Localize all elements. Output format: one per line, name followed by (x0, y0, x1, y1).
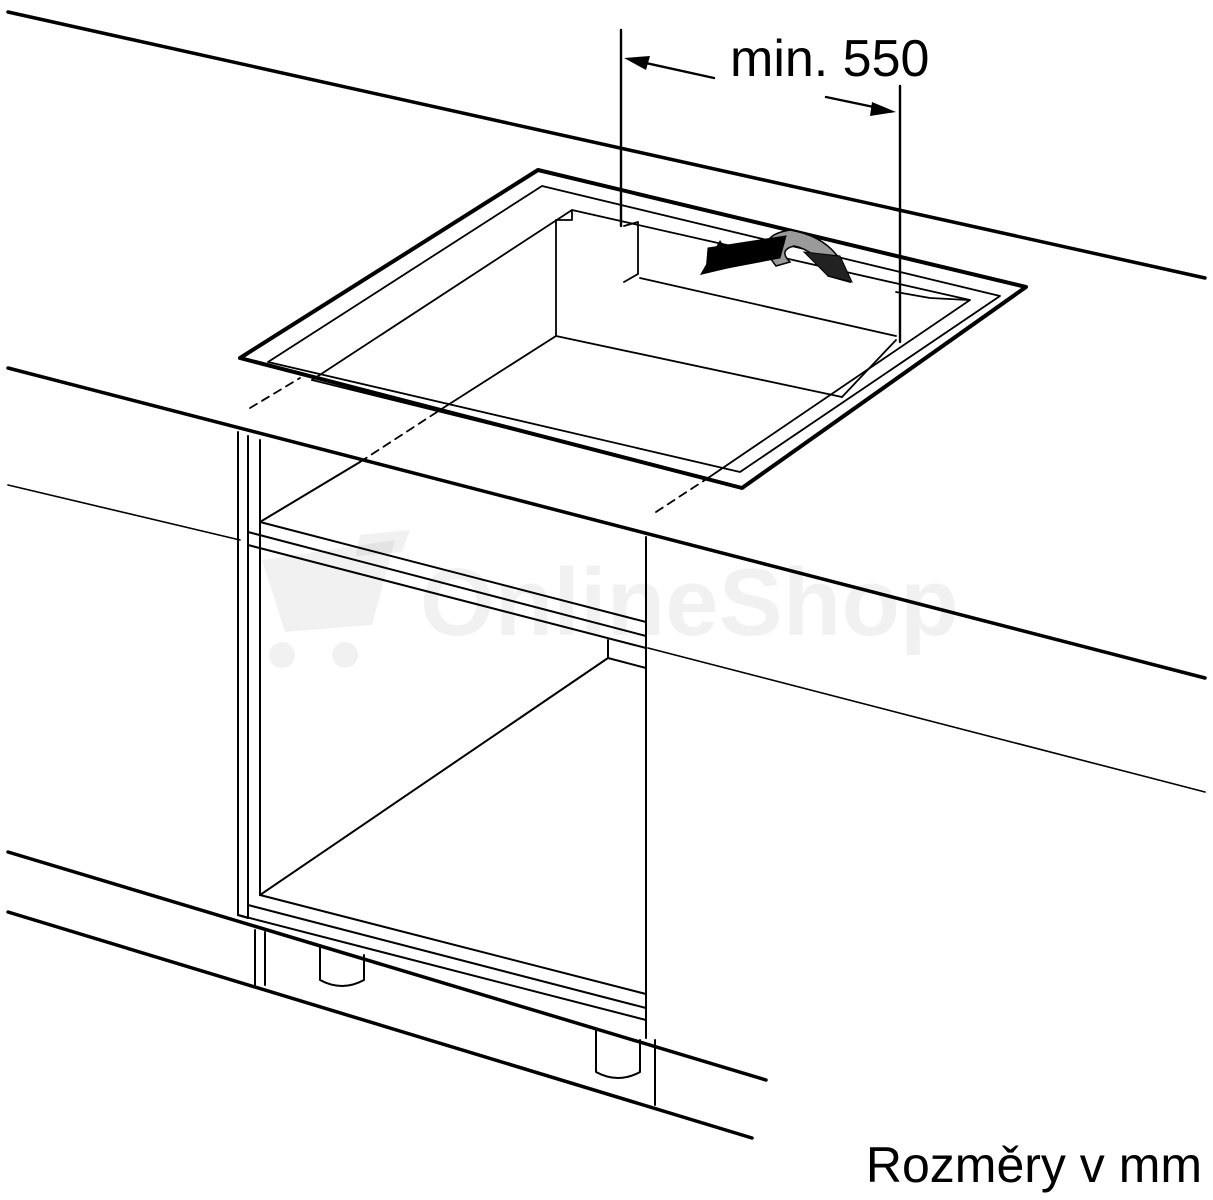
cutout-back-wall-bottom (555, 335, 843, 398)
cutout-back-wall (555, 209, 573, 221)
projection-dash-3 (655, 477, 709, 513)
cutout-inner-rim (267, 185, 1001, 473)
ventilation-arrow-icon (700, 229, 853, 284)
countertop-lower-edge-left (7, 484, 241, 541)
cutout-right-wall (841, 339, 897, 398)
dimension-label: min. 550 (730, 30, 929, 88)
cutout-floor-edge (439, 335, 557, 411)
arrowhead-right-icon (870, 102, 896, 116)
units-note: Rozměry v mm (866, 1137, 1202, 1193)
watermark: OnlineShop (262, 530, 959, 668)
cutout-back-wall-top (639, 277, 897, 337)
plinth-bottom-line (6, 910, 754, 1140)
drawing (6, 10, 1207, 1140)
cutout-opening-front (311, 379, 709, 479)
projection-dash-1 (249, 377, 301, 409)
countertop-front-edge (6, 366, 1207, 680)
projection-dash-2 (359, 409, 441, 463)
watermark-text: OnlineShop (420, 549, 959, 656)
plinth-top-line (6, 850, 768, 1082)
cutout-right-notch (895, 291, 969, 301)
back-panel-step (623, 221, 639, 283)
cutout-outer-frame (238, 168, 1028, 490)
base-cabinet (237, 431, 656, 1106)
cabinet-feet (319, 944, 641, 1079)
countertop-back-edge (6, 10, 1207, 280)
countertop-lower-edge-right (647, 647, 1206, 793)
dimension-arrowheads (624, 56, 896, 116)
arrowhead-left-icon (624, 56, 650, 70)
cart-logo-icon (262, 530, 410, 668)
